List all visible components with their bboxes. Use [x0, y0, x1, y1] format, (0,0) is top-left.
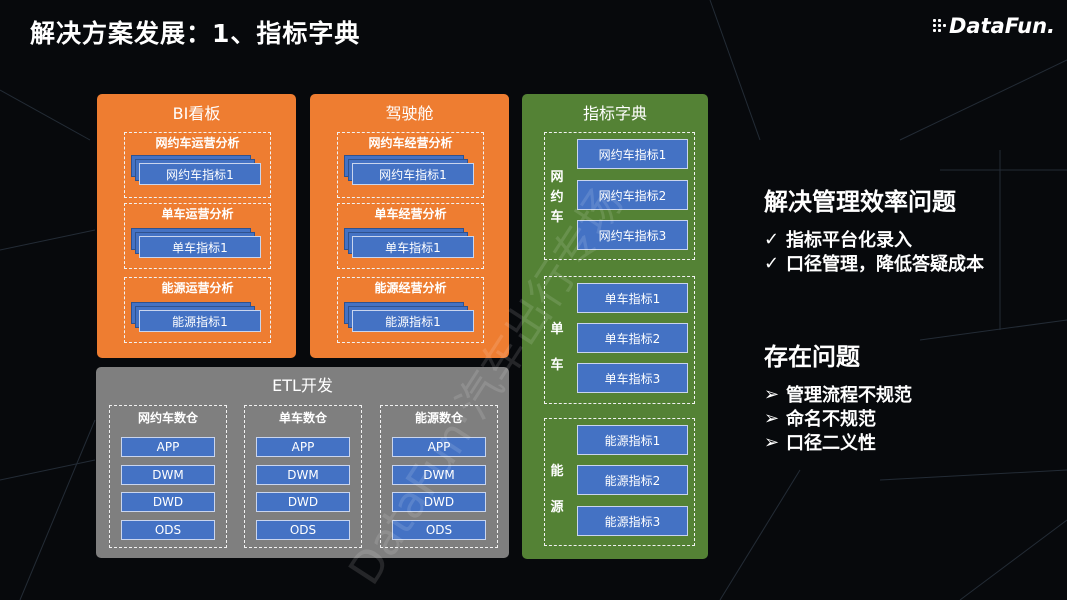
etl-title: ETL开发: [272, 376, 333, 395]
dict-group-energy: 能源 能源指标1 能源指标2 能源指标3: [544, 418, 695, 546]
cockpit-group-energy: 能源经营分析 能源指标1: [337, 277, 484, 343]
warehouse-energy: 能源数仓 APP DWM DWD ODS: [380, 405, 498, 548]
metric-card[interactable]: 能源指标2: [577, 465, 688, 495]
metric-card[interactable]: 能源指标1: [352, 310, 474, 332]
layer-dwd[interactable]: DWD: [392, 492, 486, 512]
layer-dwm[interactable]: DWM: [256, 465, 350, 485]
layer-ods[interactable]: ODS: [256, 520, 350, 540]
group-label: 单车经营分析: [374, 207, 447, 221]
cockpit-group-ride-hailing: 网约车经营分析 网约车指标1: [337, 132, 484, 198]
bi-board-panel: BI看板 网约车运营分析 网约车指标1 单车运营分析 单车指标1 能源运营分析 …: [97, 94, 296, 358]
arrowhead-bullet-icon: ➢: [764, 431, 780, 453]
group-label: 能源运营分析: [161, 281, 234, 295]
group-label: 网约车运营分析: [155, 136, 240, 150]
issue-item: ➢ 命名不规范: [764, 405, 876, 431]
layer-dwd[interactable]: DWD: [121, 492, 215, 512]
slide-title: 解决方案发展：1、指标字典: [30, 19, 361, 48]
metric-card[interactable]: 网约车指标1: [577, 139, 688, 169]
solve-item: ✓ 口径管理，降低答疑成本: [764, 250, 984, 276]
bi-group-energy: 能源运营分析 能源指标1: [124, 277, 271, 343]
layer-dwd[interactable]: DWD: [256, 492, 350, 512]
metric-card[interactable]: 能源指标1: [139, 310, 261, 332]
metric-card[interactable]: 单车指标3: [577, 363, 688, 393]
dictionary-title: 指标字典: [582, 104, 647, 123]
layer-app[interactable]: APP: [121, 437, 215, 457]
issue-item-text: 口径二义性: [786, 433, 876, 454]
etl-panel: ETL开发 网约车数仓 APP DWM DWD ODS 单车数仓 APP DWM…: [96, 367, 509, 558]
warehouse-label: 单车数仓: [278, 411, 327, 425]
solve-item-text: 指标平台化录入: [786, 230, 912, 251]
issue-item: ➢ 管理流程不规范: [764, 381, 912, 407]
layer-ods[interactable]: ODS: [121, 520, 215, 540]
metric-card[interactable]: 能源指标1: [577, 425, 688, 455]
cockpit-title: 驾驶舱: [385, 104, 434, 123]
metric-card[interactable]: 网约车指标1: [352, 163, 474, 185]
metric-card[interactable]: 单车指标1: [577, 283, 688, 313]
cockpit-group-bike: 单车经营分析 单车指标1: [337, 203, 484, 269]
layer-ods[interactable]: ODS: [392, 520, 486, 540]
arrowhead-bullet-icon: ➢: [764, 407, 780, 429]
layer-app[interactable]: APP: [392, 437, 486, 457]
issue-item-text: 管理流程不规范: [786, 385, 912, 406]
check-icon: ✓: [764, 252, 780, 274]
metric-card[interactable]: 单车指标1: [352, 236, 474, 258]
dict-group-label: 能源: [550, 464, 564, 515]
layer-dwm[interactable]: DWM: [392, 465, 486, 485]
metric-card[interactable]: 网约车指标1: [139, 163, 261, 185]
layer-app[interactable]: APP: [256, 437, 350, 457]
metric-card[interactable]: 单车指标1: [139, 236, 261, 258]
solve-heading: 解决管理效率问题: [764, 188, 956, 216]
layer-dwm[interactable]: DWM: [121, 465, 215, 485]
logo-dots-icon: [932, 19, 947, 33]
bi-group-bike: 单车运营分析 单车指标1: [124, 203, 271, 269]
bi-group-ride-hailing: 网约车运营分析 网约车指标1: [124, 132, 271, 198]
bi-board-title: BI看板: [172, 104, 221, 123]
dict-group-label: 单车: [550, 322, 564, 373]
metric-card[interactable]: 单车指标2: [577, 323, 688, 353]
metric-card[interactable]: 网约车指标3: [577, 220, 688, 250]
issue-item-text: 命名不规范: [786, 409, 876, 430]
check-icon: ✓: [764, 228, 780, 250]
dict-group-label: 网约车: [550, 170, 564, 225]
group-label: 网约车经营分析: [368, 136, 453, 150]
arrowhead-bullet-icon: ➢: [764, 383, 780, 405]
warehouse-ride-hailing: 网约车数仓 APP DWM DWD ODS: [109, 405, 227, 548]
metric-card[interactable]: 能源指标3: [577, 506, 688, 536]
solve-item-text: 口径管理，降低答疑成本: [786, 254, 984, 275]
issue-item: ➢ 口径二义性: [764, 429, 876, 455]
solve-item: ✓ 指标平台化录入: [764, 226, 912, 252]
warehouse-label: 网约车数仓: [137, 411, 198, 425]
group-label: 单车运营分析: [161, 207, 234, 221]
logo-text: DataFun.: [948, 14, 1055, 38]
group-label: 能源经营分析: [374, 281, 447, 295]
warehouse-label: 能源数仓: [414, 411, 463, 425]
cockpit-panel: 驾驶舱 网约车经营分析 网约车指标1 单车经营分析 单车指标1 能源经营分析 能…: [310, 94, 509, 358]
dictionary-panel: 指标字典 网约车 网约车指标1 网约车指标2 网约车指标3 单车 单车指标1 单…: [522, 94, 708, 559]
dict-group-ride-hailing: 网约车 网约车指标1 网约车指标2 网约车指标3: [544, 132, 695, 260]
warehouse-bike: 单车数仓 APP DWM DWD ODS: [244, 405, 362, 548]
datafun-logo: DataFun.: [925, 12, 1055, 40]
dict-group-bike: 单车 单车指标1 单车指标2 单车指标3: [544, 276, 695, 404]
metric-card[interactable]: 网约车指标2: [577, 180, 688, 210]
issues-heading: 存在问题: [764, 343, 860, 371]
